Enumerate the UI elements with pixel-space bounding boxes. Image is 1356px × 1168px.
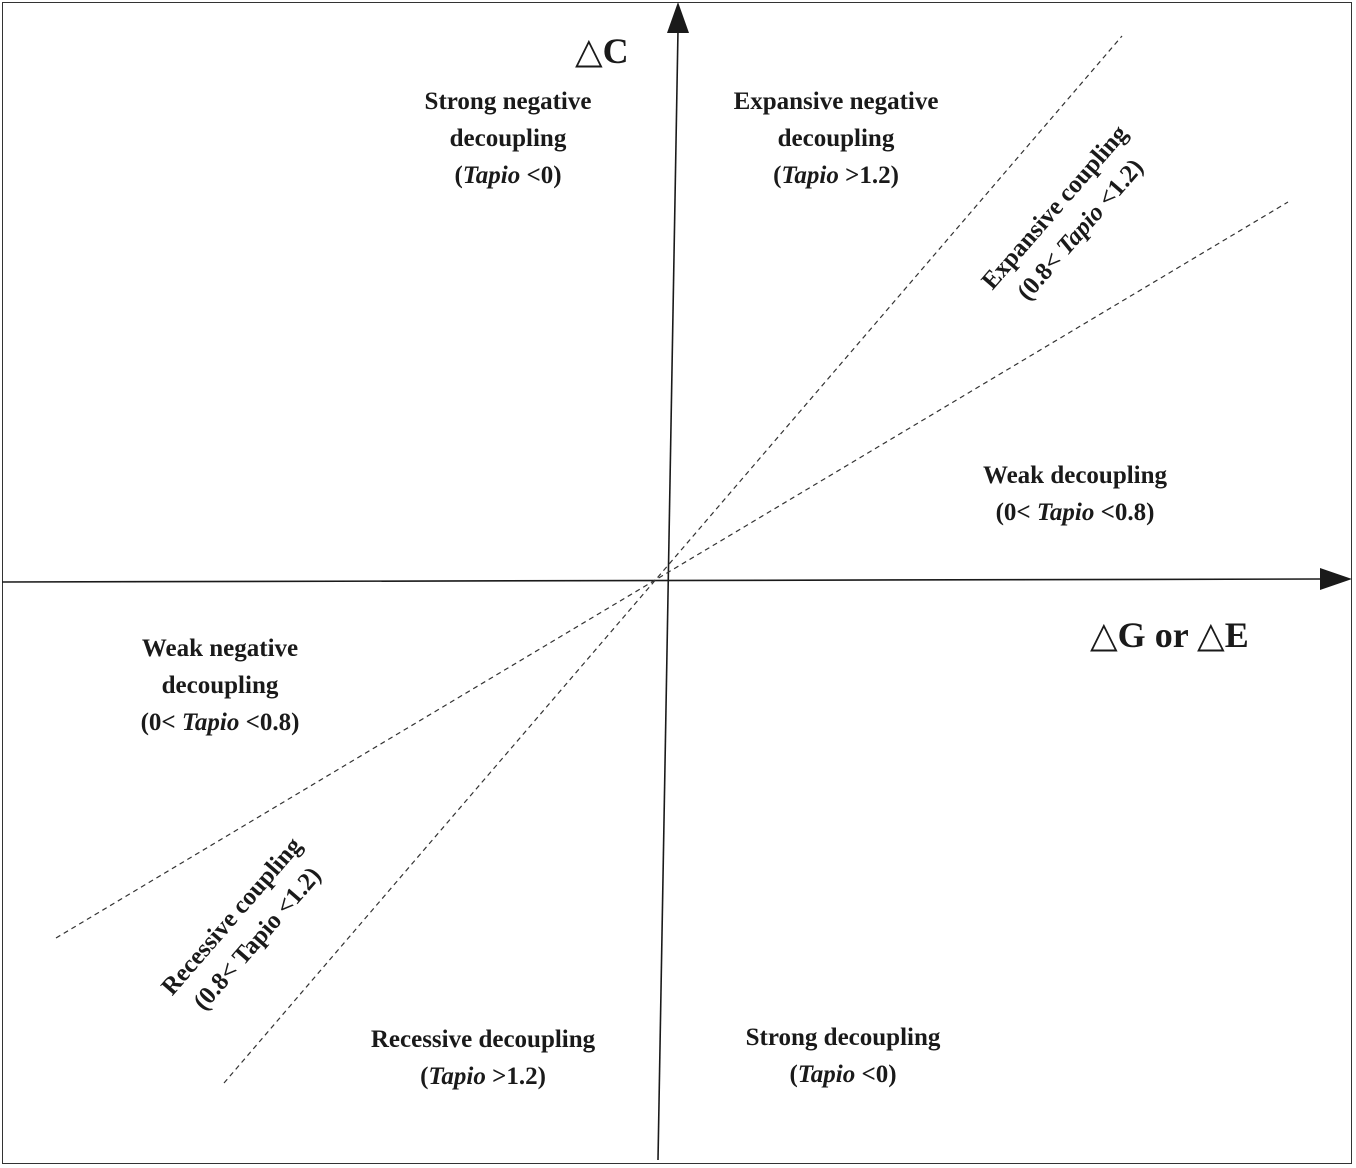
region-condition: (Tapio >1.2) xyxy=(420,1063,546,1090)
tapio-term: Tapio xyxy=(1036,499,1095,526)
x-axis-label: △G or △E xyxy=(1090,615,1249,655)
region-title-cont: decoupling xyxy=(777,125,895,152)
region-title: Weak decoupling xyxy=(982,462,1168,489)
region-title: Expansive negative xyxy=(733,88,939,115)
region-condition: (Tapio >1.2) xyxy=(773,162,899,189)
region-title: Strong negative xyxy=(424,88,592,115)
region-title-cont: decoupling xyxy=(161,672,279,699)
region-expansive-negative-decoupling: Expansive negative decoupling (Tapio >1.… xyxy=(734,83,939,194)
tapio-term: Tapio xyxy=(797,1061,856,1088)
y-axis xyxy=(657,29,679,1161)
tapio-term: Tapio xyxy=(781,162,839,189)
tapio-term: Tapio xyxy=(181,709,240,736)
x-axis-arrowhead xyxy=(1320,568,1352,590)
x-axis xyxy=(1,578,1323,583)
region-condition: (Tapio <0) xyxy=(454,162,562,189)
tapio-term: Tapio xyxy=(428,1063,486,1090)
region-title: Recessive decoupling xyxy=(370,1026,596,1053)
region-weak-negative-decoupling: Weak negative decoupling (0< Tapio <0.8) xyxy=(141,630,300,741)
region-strong-negative-decoupling: Strong negative decoupling (Tapio <0) xyxy=(425,83,592,194)
region-recessive-decoupling: Recessive decoupling (Tapio >1.2) xyxy=(371,1021,595,1095)
region-condition: (0< Tapio <0.8) xyxy=(995,499,1155,526)
y-axis-arrowhead xyxy=(667,2,689,33)
tapio-term: Tapio xyxy=(462,162,521,189)
region-condition: (Tapio <0) xyxy=(789,1061,897,1088)
region-title-cont: decoupling xyxy=(449,125,567,152)
boundary-line-steep xyxy=(223,35,1123,1084)
y-axis-label: △C xyxy=(575,31,629,71)
region-title: Weak negative xyxy=(141,635,299,662)
region-title: Strong decoupling xyxy=(745,1024,941,1051)
region-weak-decoupling: Weak decoupling (0< Tapio <0.8) xyxy=(983,457,1167,531)
boundary-line-shallow xyxy=(55,201,1289,939)
region-strong-decoupling: Strong decoupling (Tapio <0) xyxy=(746,1019,941,1093)
region-condition: (0< Tapio <0.8) xyxy=(140,709,300,736)
